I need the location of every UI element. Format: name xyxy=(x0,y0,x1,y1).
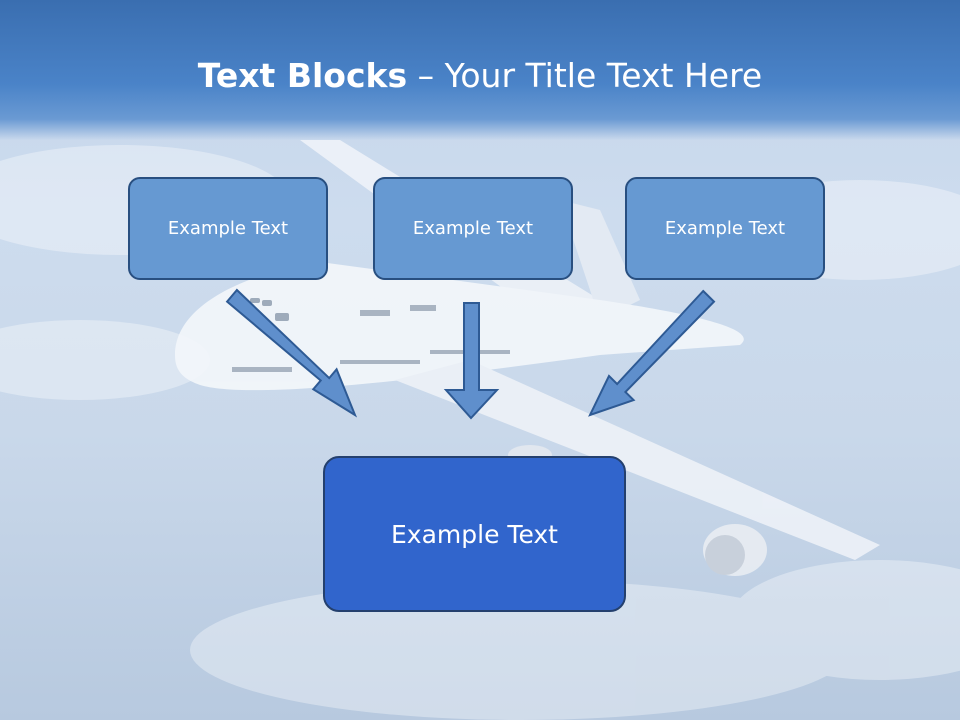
title-rest-text: – Your Title Text Here xyxy=(407,56,763,95)
text-block-3[interactable]: Example Text xyxy=(625,177,825,280)
title-bold-text: Text Blocks xyxy=(197,56,408,95)
right-arrow xyxy=(588,289,716,417)
center-arrow xyxy=(443,302,500,420)
text-block-main[interactable]: Example Text xyxy=(323,456,626,612)
text-block-2[interactable]: Example Text xyxy=(373,177,573,280)
left-arrow xyxy=(225,288,358,418)
title-bar xyxy=(0,0,960,140)
text-block-1[interactable]: Example Text xyxy=(128,177,328,280)
slide-title: Text Blocks – Your Title Text Here xyxy=(0,55,960,97)
